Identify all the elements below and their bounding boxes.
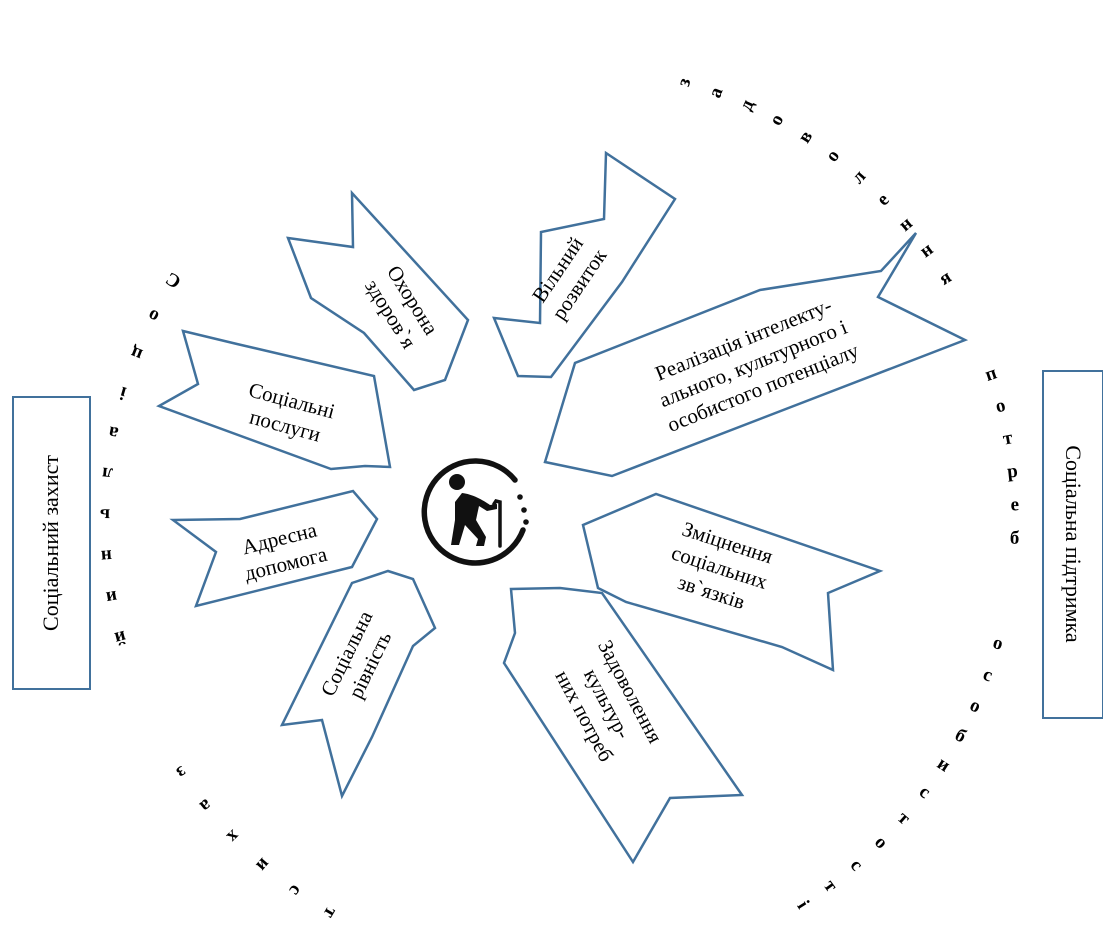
- arc-letter: т: [318, 903, 341, 922]
- arc-letter: о: [967, 695, 984, 718]
- arc-letter: н: [100, 545, 113, 567]
- arrow-realizatsiia: Реалізація інтелекту- ального, культурно…: [543, 232, 969, 478]
- arc-letter: о: [870, 832, 892, 854]
- arc-letter: о: [990, 632, 1005, 655]
- arc-letter: и: [252, 854, 275, 876]
- arc-letter: с: [980, 664, 995, 687]
- arc-letter: а: [195, 794, 216, 817]
- arc-letter: и: [104, 586, 118, 609]
- arc-letter: і: [118, 382, 129, 404]
- arc-letter: ц: [128, 342, 146, 366]
- arrow-sotsialni-posluhy: Соціальні послуги: [156, 329, 392, 471]
- arrow-vilnyi: Вільний розвиток: [492, 150, 677, 379]
- left-side-box-label: Соціальний захист: [38, 455, 63, 631]
- elderly-person-with-cane-icon: [421, 458, 529, 566]
- arc-letter: н: [895, 213, 917, 236]
- arc-letter: в: [794, 127, 817, 147]
- arc-letter: й: [112, 626, 128, 649]
- arc-letter: и: [933, 753, 954, 777]
- arc-letter: б: [1009, 528, 1019, 549]
- arc-letter: р: [1006, 461, 1019, 483]
- arc-letter: з: [172, 761, 190, 783]
- arc-letter: с: [846, 855, 867, 875]
- arc-letter: б: [951, 725, 969, 748]
- arc-letter: а: [705, 84, 728, 101]
- arc-letter: н: [916, 239, 937, 262]
- arc-letter: е: [1010, 494, 1019, 515]
- arc-letter: е: [873, 189, 894, 210]
- arc-letter: т: [893, 807, 914, 829]
- arc-letter: д: [735, 96, 758, 114]
- arc-letter: о: [765, 111, 788, 129]
- arc-letter: ь: [100, 504, 110, 525]
- arc-letter: С: [162, 267, 185, 292]
- arc-letter: п: [982, 362, 999, 385]
- arc-letter: о: [144, 304, 162, 327]
- arrow-okhorona: Охорона здоров`я: [286, 189, 470, 392]
- arc-letter: я: [935, 266, 955, 289]
- left-side-box: Соціальний захист: [12, 396, 91, 690]
- arc-letter: о: [993, 395, 1007, 418]
- right-side-box: Соціальна підтримка: [1042, 370, 1103, 719]
- arc-letter: х: [222, 826, 244, 848]
- arc-letter: і: [793, 897, 814, 913]
- arc-letter: с: [915, 781, 934, 803]
- arc-letter: о: [822, 146, 844, 166]
- arrow-rivnist: Соціальна рівність: [279, 569, 437, 800]
- arc-letter: с: [285, 881, 307, 900]
- arc-letter: а: [106, 421, 120, 444]
- right-side-box-label: Соціальна підтримка: [1061, 445, 1086, 643]
- arc-letter: л: [847, 166, 870, 188]
- arc-letter: т: [1001, 427, 1015, 449]
- arc-letter: л: [101, 462, 114, 484]
- arrow-zadovolennia: Задоволення культур- них потреб: [502, 586, 745, 865]
- arrow-adresna: Адресна допомога: [169, 489, 379, 608]
- arc-letter: т: [819, 876, 842, 896]
- arc-letter: з: [673, 75, 695, 88]
